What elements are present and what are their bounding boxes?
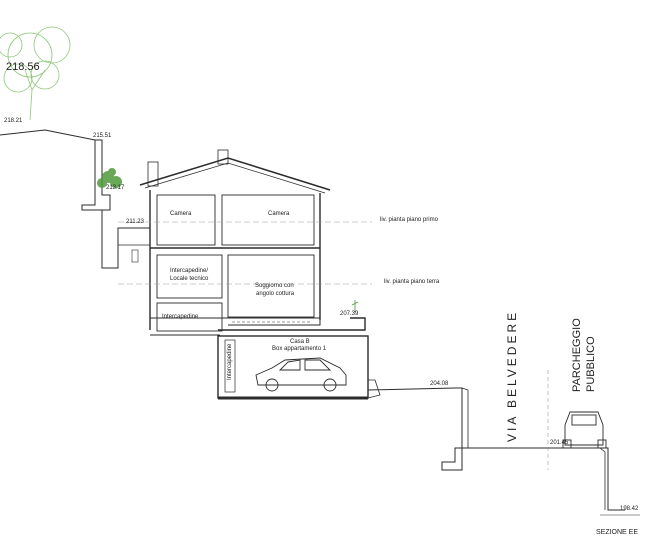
room-label-box-1: Casa B [290, 339, 310, 345]
car-icon [255, 357, 347, 392]
room-label-intercapedine-locale-1: Intercapedine/ [170, 268, 209, 274]
room-label-intercapedine-vertical: Intercapedine [227, 343, 233, 380]
street-label-via-belvedere: VIA BELVEDERE [505, 309, 519, 442]
hill-terrain [0, 129, 96, 141]
house-walls [149, 190, 321, 330]
room-label-soggiorno-2: angolo cottura [256, 291, 295, 297]
room-intercapedine [156, 302, 223, 332]
section-title: SEZIONE EE [596, 529, 639, 536]
courtyard-wall [101, 210, 150, 269]
garage-roof-slab [218, 317, 366, 331]
elevation-via: 201.45 [550, 440, 569, 446]
room-label-camera-left: Camera [170, 211, 192, 217]
elevation-garage-exit: 204.08 [430, 381, 449, 387]
room-camera-right [221, 194, 315, 246]
room-label-intercapedine-locale-2: Locale tecnico [170, 276, 209, 282]
elevation-garage-roof: 207.39 [340, 311, 359, 317]
elevation-lowest: 198.42 [620, 506, 639, 512]
elevation-courtyard: 211.23 [126, 219, 144, 225]
street-label-parcheggio: PARCHEGGIO [571, 318, 583, 392]
room-camera-left [156, 194, 216, 246]
room-label-soggiorno-1: Soggiorno con [255, 283, 294, 289]
terrain-via [367, 387, 625, 511]
elevation-top: 218.56 [6, 61, 40, 73]
parked-car-icon [562, 411, 607, 449]
elevation-terrace: 213.17 [106, 185, 125, 191]
room-locale-tecnico [156, 254, 223, 299]
street-label-pubblico: PUBBLICO [585, 336, 597, 392]
room-label-box-2: Box appartamento 1 [272, 346, 327, 352]
retaining-wall-upper [81, 139, 111, 211]
shrub-icon [97, 168, 122, 188]
room-label-intercapedine: Intercapedine [162, 314, 199, 320]
elevation-wall: 215.51 [93, 133, 112, 139]
house-roof [139, 157, 331, 191]
floor-level-terra: liv. pianta piano terra [384, 279, 440, 285]
elevation-hill: 218.21 [4, 118, 23, 124]
room-label-camera-right: Camera [268, 211, 290, 217]
room-soggiorno [227, 254, 315, 318]
plant-icon [351, 300, 359, 312]
tree-icon [0, 26, 71, 121]
floor-level-primo: liv. pianta piano primo [380, 217, 438, 223]
